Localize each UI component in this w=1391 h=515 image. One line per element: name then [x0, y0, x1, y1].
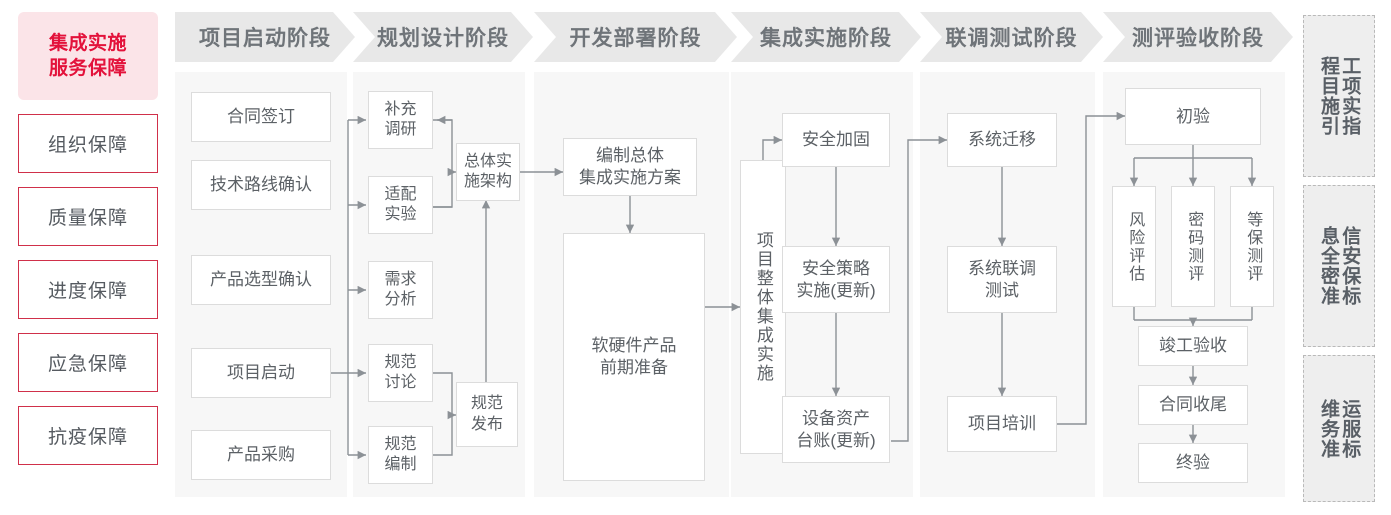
guarantee-item-2[interactable]: 进度保障	[18, 260, 158, 319]
phase-header-6[interactable]: 测评验收阶段	[1103, 12, 1293, 62]
standard-label-2-right: 维务准	[1318, 398, 1339, 459]
node-p6-2[interactable]: 密码测评	[1171, 186, 1215, 307]
phase-header-label-4: 集成实施阶段	[760, 27, 892, 50]
node-p2-2[interactable]: 需求 分析	[368, 261, 433, 319]
guarantee-sidebar: 集成实施 服务保障 组织保障 质量保障 进度保障 应急保障 抗疫保障	[18, 12, 158, 465]
node-p3-0[interactable]: 编制总体 集成实施方案	[563, 138, 697, 196]
guarantee-item-4[interactable]: 抗疫保障	[18, 406, 158, 465]
standard-label-1-right: 息全密准	[1318, 226, 1339, 306]
node-p1-4[interactable]: 产品采购	[191, 430, 331, 480]
standard-panel-2[interactable]: 维务准 运服标	[1303, 355, 1375, 502]
standard-label-0-left: 工项实指	[1339, 56, 1361, 136]
node-p5-2[interactable]: 项目培训	[947, 396, 1057, 452]
node-p6-1[interactable]: 风险评估	[1112, 186, 1156, 307]
phase-header-label-2: 规划设计阶段	[377, 27, 509, 50]
node-p2-4[interactable]: 规范 编制	[368, 426, 433, 484]
node-p5-1[interactable]: 系统联调 测试	[947, 246, 1057, 313]
node-p6-5[interactable]: 合同收尾	[1138, 385, 1248, 425]
node-p1-0[interactable]: 合同签订	[191, 92, 331, 142]
phase-header-2[interactable]: 规划设计阶段	[353, 12, 533, 62]
node-p2-3[interactable]: 规范 讨论	[368, 344, 433, 402]
node-p4-0[interactable]: 项目整体集成实施	[740, 160, 786, 454]
guarantee-item-1[interactable]: 质量保障	[18, 187, 158, 246]
standard-panel-0[interactable]: 程目施引 工项实指	[1303, 15, 1375, 177]
guarantee-item-3[interactable]: 应急保障	[18, 333, 158, 392]
node-p3-1[interactable]: 软硬件产品 前期准备	[563, 233, 705, 481]
phase-header-label-1: 项目启动阶段	[199, 27, 331, 50]
guarantee-item-0[interactable]: 组织保障	[18, 114, 158, 173]
standard-panel-1[interactable]: 息全密准 信安保标	[1303, 185, 1375, 347]
standard-label-2-left: 运服标	[1339, 398, 1361, 459]
node-p2-5[interactable]: 总体实 施架构	[456, 143, 520, 201]
node-p1-3[interactable]: 项目启动	[191, 348, 331, 398]
node-p4-2[interactable]: 安全策略 实施(更新)	[782, 246, 890, 313]
phase-header-label-3: 开发部署阶段	[569, 27, 702, 50]
brand-line2: 服务保障	[48, 58, 127, 79]
node-p2-1[interactable]: 适配 实验	[368, 176, 433, 234]
node-p4-3[interactable]: 设备资产 台账(更新)	[782, 396, 890, 463]
phase-header-4[interactable]: 集成实施阶段	[731, 12, 921, 62]
node-p6-3[interactable]: 等保测评	[1230, 186, 1274, 307]
node-p6-0[interactable]: 初验	[1125, 88, 1261, 145]
brand-title-box: 集成实施 服务保障	[18, 12, 158, 100]
node-p5-0[interactable]: 系统迁移	[947, 113, 1057, 167]
standard-label-1-left: 信安保标	[1339, 226, 1361, 306]
node-p6-6[interactable]: 终验	[1138, 443, 1248, 483]
phase-header-label-6: 测评验收阶段	[1132, 27, 1264, 50]
standard-label-0-right: 程目施引	[1318, 56, 1339, 136]
phase-header-label-5: 联调测试阶段	[945, 27, 1078, 50]
node-p1-2[interactable]: 产品选型确认	[191, 255, 331, 305]
phase-header-5[interactable]: 联调测试阶段	[920, 12, 1103, 62]
node-p2-6[interactable]: 规范 发布	[456, 382, 518, 447]
brand-line1: 集成实施	[48, 32, 127, 54]
phase-header-1[interactable]: 项目启动阶段	[175, 12, 355, 62]
node-p6-4[interactable]: 竣工验收	[1138, 326, 1248, 366]
node-p1-1[interactable]: 技术路线确认	[191, 160, 331, 210]
phase-header-3[interactable]: 开发部署阶段	[534, 12, 737, 62]
node-p2-0[interactable]: 补充 调研	[368, 91, 433, 149]
node-p4-1[interactable]: 安全加固	[782, 113, 890, 167]
